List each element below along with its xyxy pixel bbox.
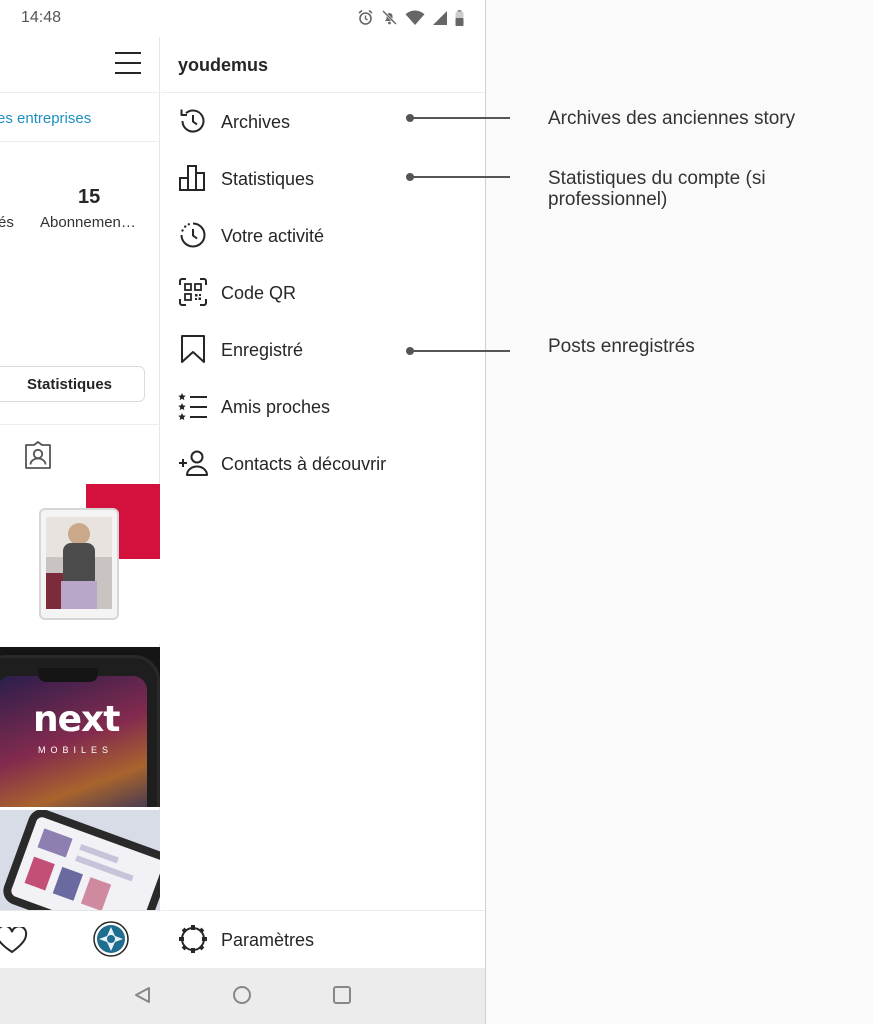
business-tools-link[interactable]: es entreprises: [0, 110, 92, 127]
signal-icon: [433, 10, 447, 25]
settings-item[interactable]: Paramètres: [161, 911, 485, 968]
activity-clock-icon: [180, 222, 206, 248]
close-friends-list-icon: [178, 393, 207, 421]
profile-page-background: es entreprises és 15 Abonnemen… Statisti…: [0, 37, 160, 968]
recents-icon[interactable]: [332, 985, 352, 1005]
notifications-off-icon: [382, 10, 397, 25]
annotation-line: [410, 350, 510, 352]
add-person-icon: [179, 450, 208, 476]
back-icon[interactable]: [133, 985, 153, 1005]
menu-item-label: Statistiques: [221, 169, 315, 189]
following-count[interactable]: 15: [78, 186, 101, 208]
system-navigation-bar: [0, 968, 485, 1024]
menu-item-label: Votre activité: [221, 226, 325, 246]
heart-icon[interactable]: [0, 927, 30, 955]
side-drawer-menu: youdemus Archives Statistiques Votre act…: [161, 37, 485, 968]
following-label[interactable]: Abonnemen…: [40, 214, 136, 231]
menu-item-label: Contacts à découvrir: [221, 454, 387, 474]
menu-item-label: Archives: [221, 112, 291, 132]
battery-icon: [455, 9, 464, 26]
post-thumbnail[interactable]: next MOBILES: [0, 647, 160, 807]
annotation-line: [410, 117, 510, 119]
phone-screen: 14:48 es entreprises és 15 Abonnemen… St…: [0, 0, 486, 1024]
divider: [0, 424, 160, 425]
annotation-saved: Posts enregistrés: [548, 336, 695, 357]
status-time: 14:48: [21, 9, 62, 26]
menu-item-statistics[interactable]: Statistiques: [161, 150, 485, 207]
settings-label: Paramètres: [221, 930, 315, 950]
alarm-icon: [358, 9, 373, 25]
qr-code-icon: [179, 278, 207, 306]
drawer-username: youdemus: [178, 55, 269, 75]
annotation-line: [410, 176, 510, 178]
followers-label[interactable]: és: [0, 214, 14, 231]
menu-item-archives[interactable]: Archives: [161, 93, 485, 150]
divider: [0, 141, 160, 142]
home-icon[interactable]: [232, 985, 252, 1005]
bar-chart-icon: [179, 165, 205, 191]
divider: [161, 910, 485, 911]
divider: [0, 92, 160, 93]
menu-icon[interactable]: [115, 52, 141, 74]
next-mobiles-logo: next: [33, 699, 120, 740]
bookmark-icon: [181, 335, 205, 363]
menu-item-label: Enregistré: [221, 340, 304, 360]
menu-item-your-activity[interactable]: Votre activité: [161, 207, 485, 264]
tagged-posts-icon[interactable]: [23, 440, 53, 470]
menu-item-label: Code QR: [221, 283, 297, 303]
menu-item-qr-code[interactable]: Code QR: [161, 264, 485, 321]
next-mobiles-logo-subtitle: MOBILES: [38, 745, 114, 755]
post-thumbnail[interactable]: [0, 810, 160, 910]
annotation-statistics: Statistiques du compte (si professionnel…: [548, 168, 766, 210]
wifi-icon: [405, 9, 425, 25]
menu-item-saved[interactable]: Enregistré: [161, 321, 485, 378]
status-icons: [357, 9, 464, 26]
status-bar: 14:48: [0, 0, 485, 37]
archive-history-icon: [180, 109, 205, 133]
divider: [161, 92, 485, 93]
annotation-archives: Archives des anciennes story: [548, 108, 796, 129]
post-thumbnail[interactable]: [0, 484, 160, 644]
statistics-button[interactable]: Statistiques: [0, 366, 145, 402]
menu-item-discover-people[interactable]: Contacts à découvrir: [161, 435, 485, 492]
bottom-tab-bar: [0, 910, 160, 968]
profile-avatar-icon[interactable]: [93, 921, 129, 957]
menu-item-label: Amis proches: [221, 397, 331, 417]
menu-item-close-friends[interactable]: Amis proches: [161, 378, 485, 435]
settings-gear-icon: [179, 925, 207, 953]
